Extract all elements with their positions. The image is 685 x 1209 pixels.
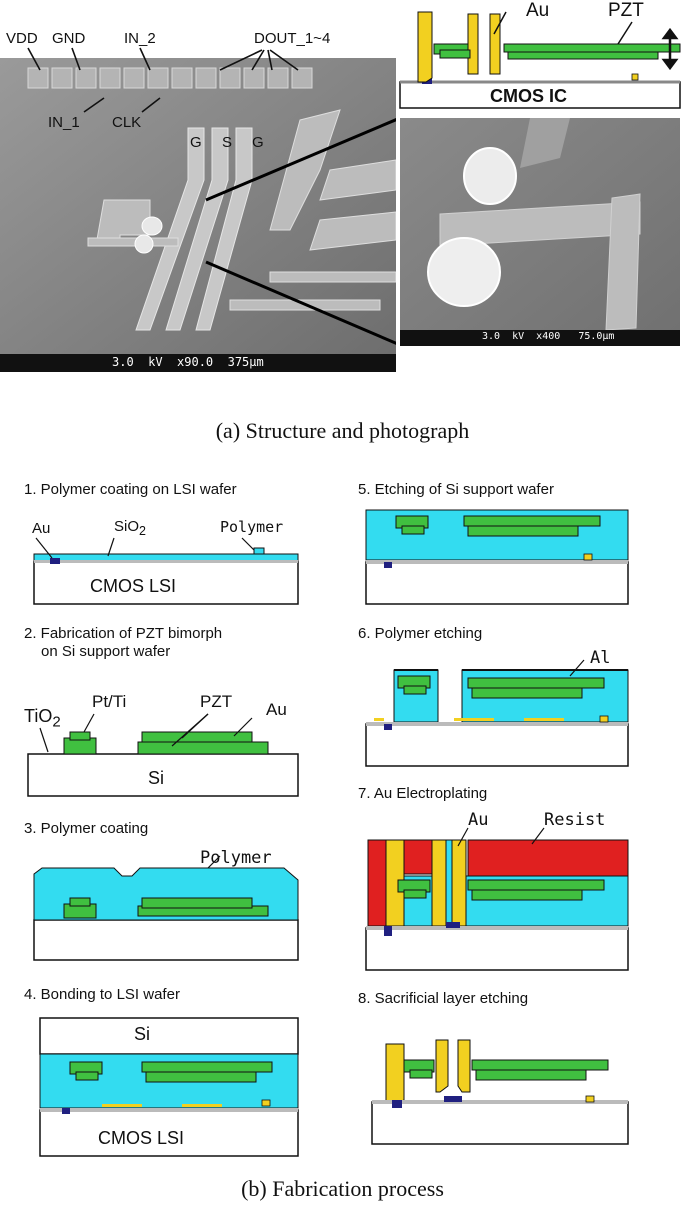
- step-1-polymer-label: Polymer: [220, 518, 283, 536]
- step-2-tio2-subscript: 2: [52, 714, 60, 731]
- step-1-diagram: Au SiO2 Polymer CMOS LSI: [22, 510, 302, 606]
- caption-b: (b) Fabrication process: [0, 1176, 685, 1202]
- device-cross-section: Au PZT CMOS IC: [398, 0, 685, 116]
- step-1-title: 1. Polymer coating on LSI wafer: [24, 481, 237, 499]
- step-8-diagram: [364, 1016, 634, 1146]
- sem-photo-main-graphic: [0, 0, 396, 372]
- step-6-al-label: Al: [590, 648, 610, 668]
- step-5-diagram: [364, 506, 634, 606]
- pad-label-clk: CLK: [112, 114, 141, 131]
- step-3-diagram: Polymer: [22, 840, 302, 964]
- sem-zoom-scale-bar: 3.0 kV x400 75.0µm: [482, 331, 614, 342]
- step-2-au-label: Au: [266, 700, 287, 720]
- pad-label-vdd: VDD: [6, 30, 38, 47]
- step-2-tio2-label: TiO2: [24, 706, 61, 731]
- step-2-title: 2. Fabrication of PZT bimorph on Si supp…: [24, 625, 222, 661]
- step-7-au-label: Au: [468, 810, 488, 830]
- step-5-graphic: [364, 506, 634, 606]
- step-5-title: 5. Etching of Si support wafer: [358, 481, 554, 499]
- sem-main-scale-bar: 3.0 kV x90.0 375µm: [112, 355, 264, 369]
- step-6-diagram: Al: [364, 644, 634, 768]
- cross-section-cmos-label: CMOS IC: [490, 86, 567, 107]
- sem-photo-zoom: 3.0 kV x400 75.0µm: [400, 118, 680, 346]
- step-7-title: 7. Au Electroplating: [358, 785, 487, 803]
- step-7-graphic: [364, 810, 634, 974]
- step-2-pzt-label: PZT: [200, 692, 232, 712]
- cross-section-au-label: Au: [526, 0, 549, 22]
- step-3-title: 3. Polymer coating: [24, 820, 148, 838]
- step-1-sio2-text: SiO: [114, 518, 139, 535]
- step-8-title: 8. Sacrificial layer etching: [358, 990, 528, 1008]
- pad-label-gnd: GND: [52, 30, 85, 47]
- step-4-title: 4. Bonding to LSI wafer: [24, 986, 180, 1004]
- step-2-tio2-text: TiO: [24, 706, 52, 726]
- step-7-diagram: Au Resist: [364, 810, 634, 974]
- step-8-graphic: [364, 1016, 634, 1146]
- pad-label-in2: IN_2: [124, 30, 156, 47]
- sem-photo-main: VDD GND IN_2 DOUT_1~4 IN_1 CLK G S G 3.0…: [0, 0, 396, 372]
- step-7-resist-label: Resist: [544, 810, 605, 830]
- gsg-label-g1: G: [190, 134, 202, 151]
- pad-label-dout: DOUT_1~4: [254, 30, 330, 47]
- pad-label-in1: IN_1: [48, 114, 80, 131]
- sem-photo-zoom-graphic: [400, 118, 680, 346]
- step-4-diagram: Si CMOS LSI: [22, 1010, 302, 1160]
- step-1-sio2-label: SiO2: [114, 518, 146, 538]
- step-1-base-label: CMOS LSI: [90, 576, 176, 597]
- step-4-top-label: Si: [134, 1024, 150, 1045]
- step-4-base-label: CMOS LSI: [98, 1128, 184, 1149]
- gsg-label-g2: G: [252, 134, 264, 151]
- step-2-ptti-label: Pt/Ti: [92, 692, 126, 712]
- step-3-polymer-label: Polymer: [200, 848, 272, 868]
- step-1-au-label: Au: [32, 520, 50, 537]
- step-1-sio2-subscript: 2: [139, 524, 146, 538]
- step-2-title-line1: 2. Fabrication of PZT bimorph: [24, 625, 222, 643]
- caption-a: (a) Structure and photograph: [0, 418, 685, 444]
- gsg-label-s: S: [222, 134, 232, 151]
- cross-section-pzt-label: PZT: [608, 0, 644, 22]
- step-2-base-label: Si: [148, 768, 164, 789]
- step-2-diagram: TiO2 Pt/Ti PZT Au Si: [22, 664, 302, 800]
- step-2-title-line2: on Si support wafer: [24, 643, 222, 661]
- step-6-title: 6. Polymer etching: [358, 625, 482, 643]
